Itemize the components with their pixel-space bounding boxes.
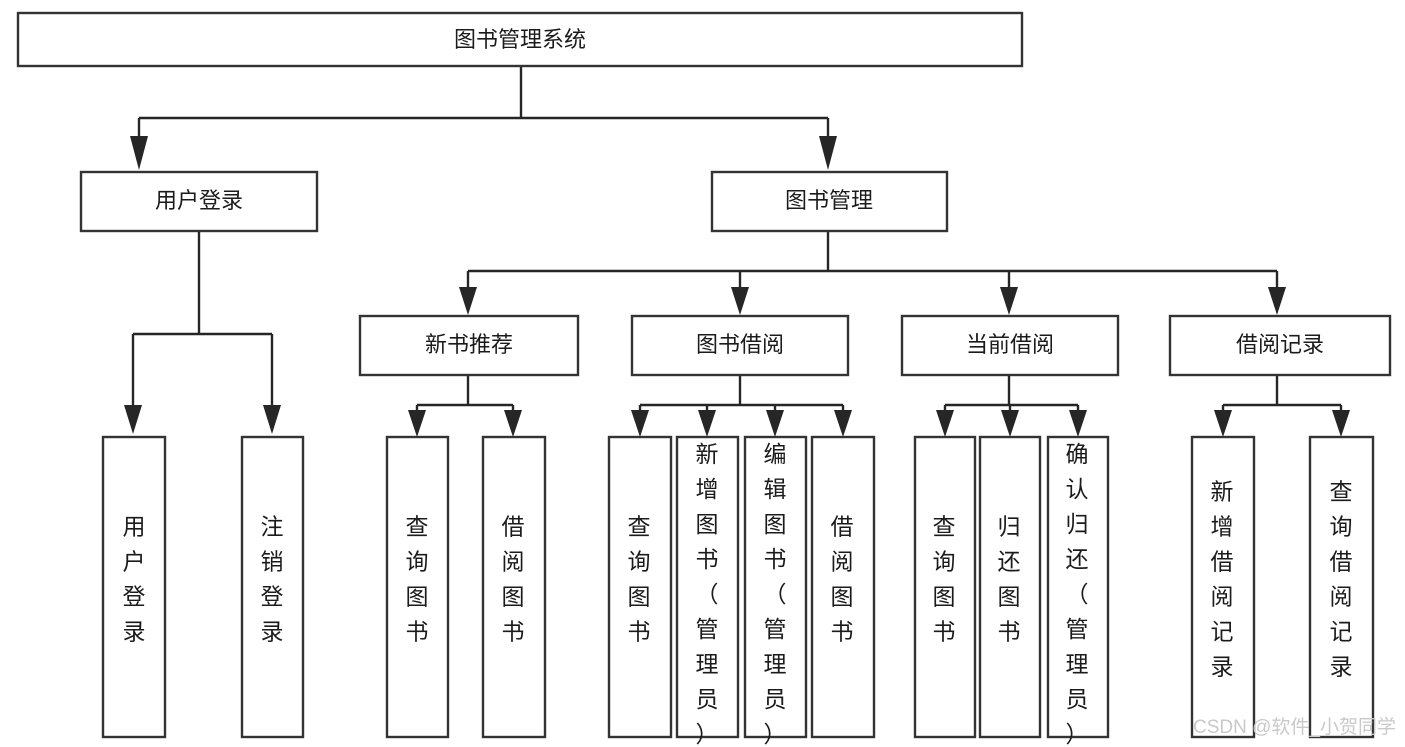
node-new-book-recommend-box[interactable]: [358, 314, 580, 377]
leaf-borrow-book-label: 借阅图书: [831, 514, 854, 645]
leaf-node[interactable]: 归还图书: [978, 435, 1042, 739]
arrow-to-new-book-recommend: [459, 287, 477, 315]
node-user-login[interactable]: 用户登录: [79, 170, 319, 233]
arrow-root-to-book-manage: [819, 136, 837, 170]
arrow-root-to-user-login: [130, 136, 148, 170]
node-book-borrow[interactable]: 图书借阅: [630, 314, 850, 377]
arrow-current-borrow-leaf-3: [1069, 410, 1087, 437]
nodes-layer: 图书管理系统 用户登录 图书管理 新书推荐 图书借阅 当前: [16, 11, 1392, 747]
leaf-return-book-label: 归还图书: [998, 514, 1021, 645]
leaf-node[interactable]: 查询图书: [607, 435, 673, 739]
node-current-borrow-box[interactable]: [900, 314, 1120, 377]
arrow-borrow-record-leaf-1: [1214, 410, 1232, 437]
leaf-add-book-label: 新增图书（管理员）: [696, 441, 719, 747]
leaf-borrow-book-recommend-label: 借阅图书: [502, 514, 525, 645]
arrow-new-book-leaf-2: [504, 410, 522, 437]
node-book-borrow-box[interactable]: [630, 314, 850, 377]
leaf-node[interactable]: 用户登录: [101, 435, 167, 739]
leaf-query-book-recommend-label: 查询图书: [406, 514, 429, 645]
node-user-login-label: 用户登录: [155, 188, 243, 213]
leaf-borrow-book-box[interactable]: [810, 435, 876, 739]
node-root-box[interactable]: [16, 11, 1024, 68]
leaf-edit-book-box[interactable]: [743, 435, 808, 739]
leaf-node[interactable]: 借阅图书: [481, 435, 547, 739]
leaf-user-login-label: 用户登录: [123, 514, 146, 645]
node-book-manage-box[interactable]: [710, 170, 949, 233]
edges-layer: [124, 66, 1350, 437]
leaf-node[interactable]: 注销登录: [240, 435, 305, 739]
watermark-label: CSDN @软件_小贺同学: [1193, 716, 1396, 738]
node-root-label: 图书管理系统: [454, 27, 586, 52]
arrow-user-login-leaf-2: [263, 405, 281, 434]
node-book-manage-label: 图书管理: [785, 188, 873, 213]
arrow-borrow-record-leaf-2: [1332, 410, 1350, 437]
arrow-to-book-borrow: [731, 287, 749, 315]
node-borrow-record-box[interactable]: [1168, 314, 1392, 377]
node-borrow-record[interactable]: 借阅记录: [1168, 314, 1392, 377]
leaf-add-borrow-record-box[interactable]: [1190, 435, 1256, 739]
leaf-node[interactable]: 新增借阅记录: [1190, 435, 1256, 739]
leaf-query-book-borrow-label: 查询图书: [628, 514, 651, 645]
leaf-query-book-recommend-box[interactable]: [385, 435, 450, 739]
leaf-node[interactable]: 查询图书: [385, 435, 450, 739]
node-user-login-box[interactable]: [79, 170, 319, 233]
arrow-to-current-borrow: [1000, 287, 1018, 315]
node-book-borrow-label: 图书借阅: [696, 332, 784, 357]
leaf-add-book-box[interactable]: [675, 435, 740, 739]
node-new-book-recommend-label: 新书推荐: [425, 332, 513, 357]
arrow-to-borrow-record: [1268, 287, 1286, 315]
leaf-query-book-borrow-box[interactable]: [607, 435, 673, 739]
arrow-book-borrow-leaf-4: [834, 410, 852, 437]
leaf-edit-book-label: 编辑图书（管理员）: [764, 441, 787, 747]
leaf-query-book-current-label: 查询图书: [933, 514, 956, 645]
leaf-borrow-book-recommend-box[interactable]: [481, 435, 547, 739]
leaf-user-logout-label: 注销登录: [261, 514, 284, 645]
arrow-current-borrow-leaf-2: [1001, 410, 1019, 437]
leaf-confirm-return-label: 确认归还（管理员）: [1066, 441, 1089, 747]
arrow-new-book-leaf-1: [408, 410, 426, 437]
leaf-query-book-current-box[interactable]: [913, 435, 977, 739]
leaf-node[interactable]: 确认归还（管理员）: [1046, 435, 1110, 747]
arrow-book-borrow-leaf-3: [766, 410, 784, 437]
node-new-book-recommend[interactable]: 新书推荐: [358, 314, 580, 377]
node-current-borrow-label: 当前借阅: [966, 332, 1054, 357]
node-book-manage[interactable]: 图书管理: [710, 170, 949, 233]
leaf-return-book-box[interactable]: [978, 435, 1042, 739]
leaf-query-borrow-record-box[interactable]: [1308, 435, 1375, 739]
arrow-current-borrow-leaf-1: [936, 410, 954, 437]
arrow-book-borrow-leaf-1: [631, 410, 649, 437]
leaf-node[interactable]: 新增图书（管理员）: [675, 435, 740, 747]
leaf-user-login-box[interactable]: [101, 435, 167, 739]
leaf-node[interactable]: 借阅图书: [810, 435, 876, 739]
node-root[interactable]: 图书管理系统: [16, 11, 1024, 68]
node-borrow-record-label: 借阅记录: [1236, 332, 1324, 357]
arrow-book-borrow-leaf-2: [698, 410, 716, 437]
leaf-add-borrow-record-label: 新增借阅记录: [1211, 479, 1234, 680]
leaf-confirm-return-box[interactable]: [1046, 435, 1110, 739]
leaf-node[interactable]: 查询图书: [913, 435, 977, 739]
leaf-query-borrow-record-label: 查询借阅记录: [1330, 479, 1353, 680]
node-current-borrow[interactable]: 当前借阅: [900, 314, 1120, 377]
leaf-user-logout-box[interactable]: [240, 435, 305, 739]
leaf-node[interactable]: 编辑图书（管理员）: [743, 435, 808, 747]
arrow-user-login-leaf-1: [124, 405, 142, 434]
leaf-node[interactable]: 查询借阅记录: [1308, 435, 1375, 739]
